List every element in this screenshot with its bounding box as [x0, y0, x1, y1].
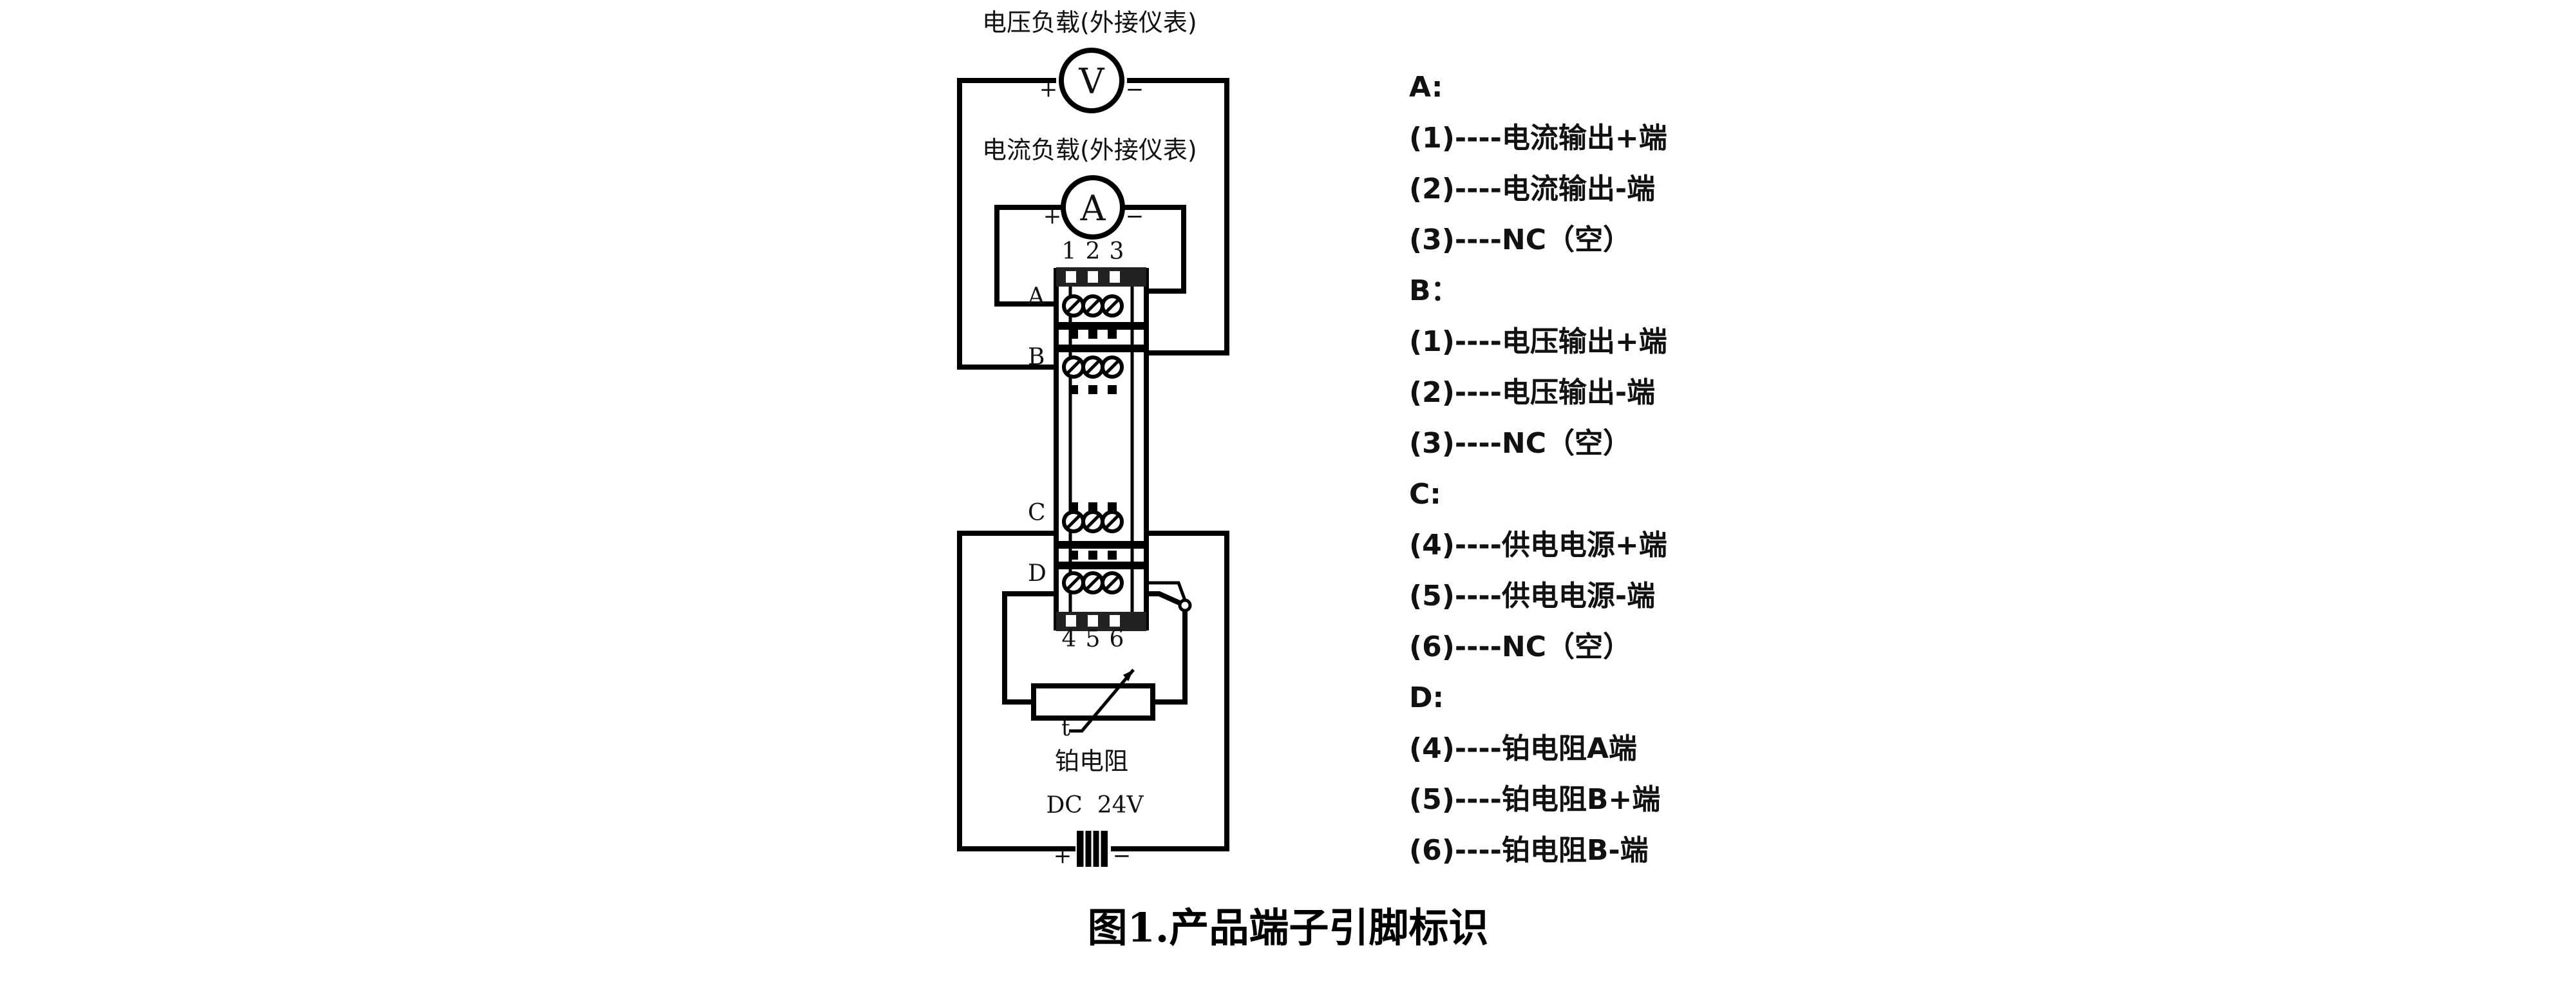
- legend-line: C:: [1409, 478, 1441, 511]
- pin-number-3: 3: [1110, 238, 1124, 265]
- pin-number-5: 5: [1086, 626, 1101, 652]
- pin-number-2: 2: [1086, 238, 1101, 265]
- terminal-module: [1054, 267, 1149, 631]
- voltmeter-minus: −: [1126, 77, 1144, 102]
- rtd-circuit: t: [1002, 581, 1192, 741]
- legend-line: (2)----电流输出-端: [1409, 173, 1655, 205]
- legend-line: (3)----NC（空）: [1409, 223, 1631, 256]
- pin-number-6: 6: [1110, 626, 1124, 652]
- terminal-row-a: [1062, 294, 1124, 317]
- supply-label: DC 24V: [1046, 792, 1144, 819]
- ammeter-plus: +: [1043, 204, 1062, 229]
- group-label-d: D: [1028, 560, 1046, 587]
- thermistor-t-label: t: [1061, 715, 1070, 741]
- figure-caption: 图1.产品端子引脚标识: [1088, 904, 1489, 951]
- pin-number-1: 1: [1062, 238, 1077, 265]
- voltmeter-label: V: [1079, 61, 1105, 102]
- legend-line: (4)----供电电源+端: [1409, 529, 1667, 562]
- voltmeter-symbol: [1059, 48, 1124, 113]
- supply-minus: −: [1113, 843, 1132, 869]
- terminal-row-d: [1062, 571, 1124, 594]
- terminal-row-c: [1062, 510, 1124, 533]
- voltage-load-circuit: V + −: [957, 48, 1229, 370]
- legend-line: (1)----电压输出+端: [1409, 325, 1667, 358]
- legend-line: (6)----铂电阻B-端: [1409, 834, 1649, 867]
- legend-line: D:: [1409, 681, 1444, 714]
- current-load-circuit: A + −: [994, 175, 1186, 307]
- legend-line: (5)----铂电阻B+端: [1409, 783, 1660, 816]
- legend-line: A:: [1409, 71, 1443, 104]
- legend-line: (3)----NC（空）: [1409, 427, 1631, 460]
- voltage-load-label: 电压负载(外接仪表): [982, 8, 1197, 37]
- rtd-label: 铂电阻: [1055, 747, 1128, 775]
- power-supply-circuit: + −: [957, 531, 1229, 869]
- supply-plus: +: [1054, 843, 1072, 869]
- legend-line: (6)----NC（空）: [1409, 630, 1631, 663]
- group-label-a: A: [1027, 283, 1045, 310]
- legend-line: (2)----电压输出-端: [1409, 376, 1655, 409]
- legend-line: B：: [1409, 274, 1459, 307]
- ammeter-minus: −: [1126, 204, 1144, 229]
- legend-line: (4)----铂电阻A端: [1409, 732, 1637, 765]
- group-label-c: C: [1028, 500, 1046, 526]
- legend-line: (1)----电流输出+端: [1409, 122, 1667, 155]
- pin-number-4: 4: [1062, 626, 1077, 652]
- ammeter-symbol: [1061, 175, 1125, 240]
- terminal-row-b: [1062, 355, 1124, 379]
- pin-legend: A: (1)----电流输出+端 (2)----电流输出-端 (3)----NC（空）…: [1409, 71, 1667, 867]
- thermistor-symbol: [1031, 683, 1155, 721]
- current-load-label: 电流负载(外接仪表): [982, 136, 1197, 164]
- voltmeter-plus: +: [1039, 77, 1058, 102]
- group-label-b: B: [1028, 344, 1045, 370]
- ammeter-label: A: [1080, 188, 1106, 229]
- legend-line: (5)----供电电源-端: [1409, 580, 1655, 612]
